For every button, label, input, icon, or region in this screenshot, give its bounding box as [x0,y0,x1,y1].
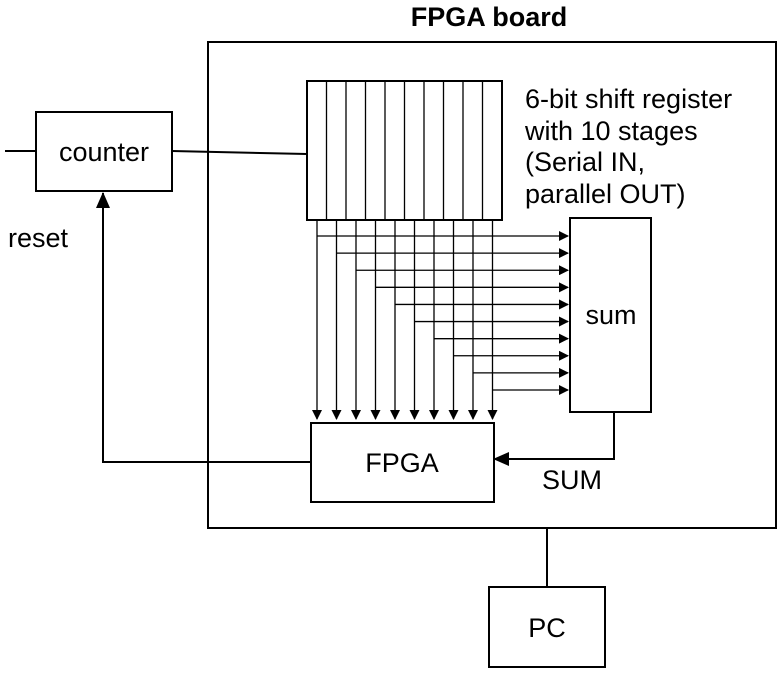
register-description-line-3: (Serial IN, [525,147,645,177]
register-description-line-1: 6-bit shift register [525,84,732,114]
reset-label: reset [8,223,69,253]
counter-box [35,111,173,192]
fpga-label: FPGA [365,448,439,478]
sum-label: sum [585,300,636,330]
board-title: FPGA board [411,2,568,32]
pc-box [488,586,606,668]
register-description-line-4: parallel OUT) [525,179,686,209]
reset-feedback-wire [96,192,311,463]
counter-to-register-wire [171,150,308,155]
fpga-box [310,422,495,503]
shift-register [306,80,503,221]
register-description-line-2: with 10 stages [524,116,698,146]
sum-to-fpga-wire [493,412,615,466]
pc-label: PC [528,613,566,643]
sum-box [569,217,652,413]
parallel-output-wires [312,220,569,420]
sum-signal-label: SUM [542,465,602,495]
counter-label: counter [59,137,149,167]
